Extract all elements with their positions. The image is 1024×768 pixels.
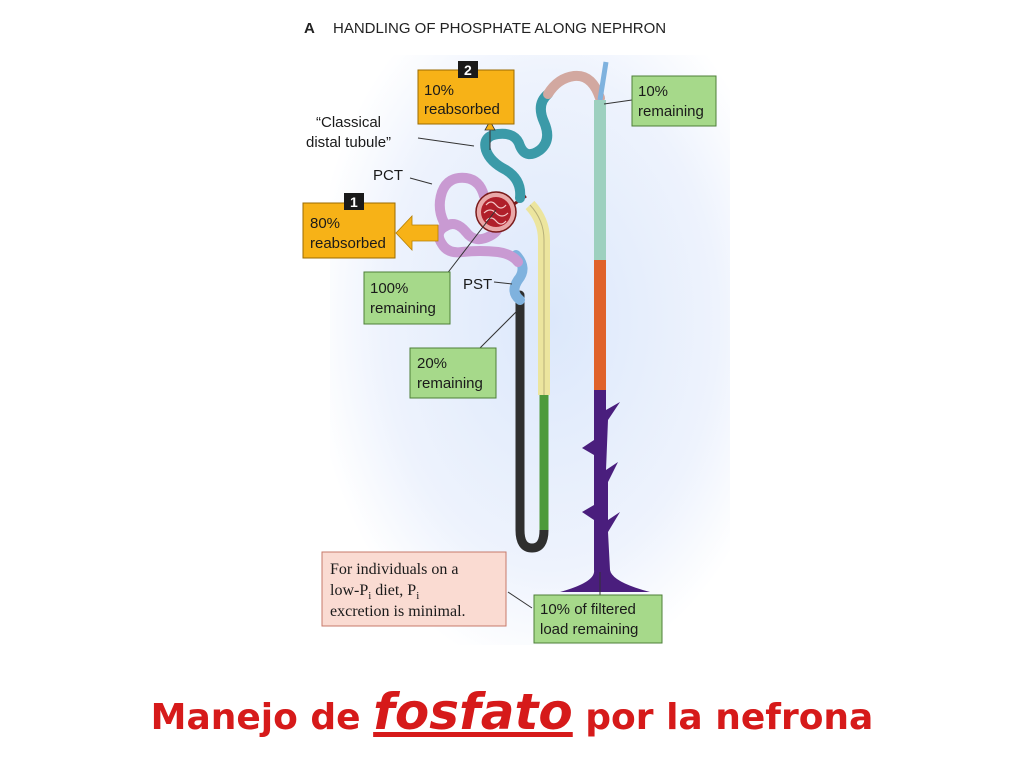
collecting-duct-cortical <box>594 100 606 260</box>
leader-pst <box>493 281 513 285</box>
remaining-box-20 <box>409 347 497 399</box>
distal-tubule <box>480 89 553 203</box>
remaining-final-line1: 10% of filtered <box>540 601 636 618</box>
slide-title-part2: por la nefrona <box>572 697 874 738</box>
figure-letter: A <box>304 20 315 37</box>
remaining-20-line2: remaining <box>417 375 483 392</box>
leader-pct <box>409 177 433 185</box>
leader-note <box>507 591 533 609</box>
remaining-box-final <box>533 594 663 644</box>
note-line1: For individuals on a <box>330 561 458 578</box>
pst-label: PST <box>463 276 492 293</box>
remaining-box-100 <box>363 271 451 325</box>
note-box <box>321 551 507 627</box>
step-marker-2 <box>458 61 478 78</box>
note-line2: low-Pi diet, Pi <box>330 582 419 602</box>
pct-loop-top <box>434 172 489 231</box>
remaining-10-top-line2: remaining <box>638 103 704 120</box>
step-marker-2-text: 2 <box>464 62 472 78</box>
loop-descending-limb <box>515 290 549 553</box>
collecting-duct-top <box>597 61 609 101</box>
pct-tubule <box>433 205 523 267</box>
step-marker-1-text: 1 <box>350 194 358 210</box>
connecting-tubule <box>543 70 605 103</box>
slide-title-part1: Manejo de <box>150 697 374 738</box>
classical-distal-label-2: distal tubule” <box>306 134 391 151</box>
pct-label: PCT <box>373 167 403 184</box>
leader-classical <box>417 137 475 147</box>
leader-100 <box>445 209 497 276</box>
remaining-10-top-line1: 10% <box>638 83 668 100</box>
loop-ascending-outline <box>529 204 545 395</box>
slide-title-emphasis: fosfato <box>373 683 573 741</box>
remaining-box-10-top <box>631 75 717 127</box>
arrow-reabsorbed-1 <box>395 214 439 252</box>
step-marker-1 <box>344 193 364 210</box>
classical-distal-label-1: “Classical <box>316 114 381 131</box>
remaining-100-line2: remaining <box>370 300 436 317</box>
reabsorbed-2-line1: 10% <box>424 82 454 99</box>
collecting-duct-outer-medulla <box>594 260 606 390</box>
remaining-20-line1: 20% <box>417 355 447 372</box>
leader-20 <box>477 309 519 351</box>
leader-10-top <box>603 99 633 105</box>
slide-title: Manejo de fosfato por la nefrona <box>0 682 1024 748</box>
note-line3: excretion is minimal. <box>330 603 466 620</box>
reabsorbed-1-line1: 80% <box>310 215 340 232</box>
reabsorbed-1-line2: reabsorbed <box>310 235 386 252</box>
figure-title: HANDLING OF PHOSPHATE ALONG NEPHRON <box>333 20 666 37</box>
collecting-duct-inner-medulla <box>560 390 650 592</box>
arrow-reabsorbed-2-head <box>484 120 496 131</box>
remaining-final-line2: load remaining <box>540 621 638 638</box>
reabsorbed-2-line2: reabsorbed <box>424 101 500 118</box>
remaining-100-line1: 100% <box>370 280 408 297</box>
